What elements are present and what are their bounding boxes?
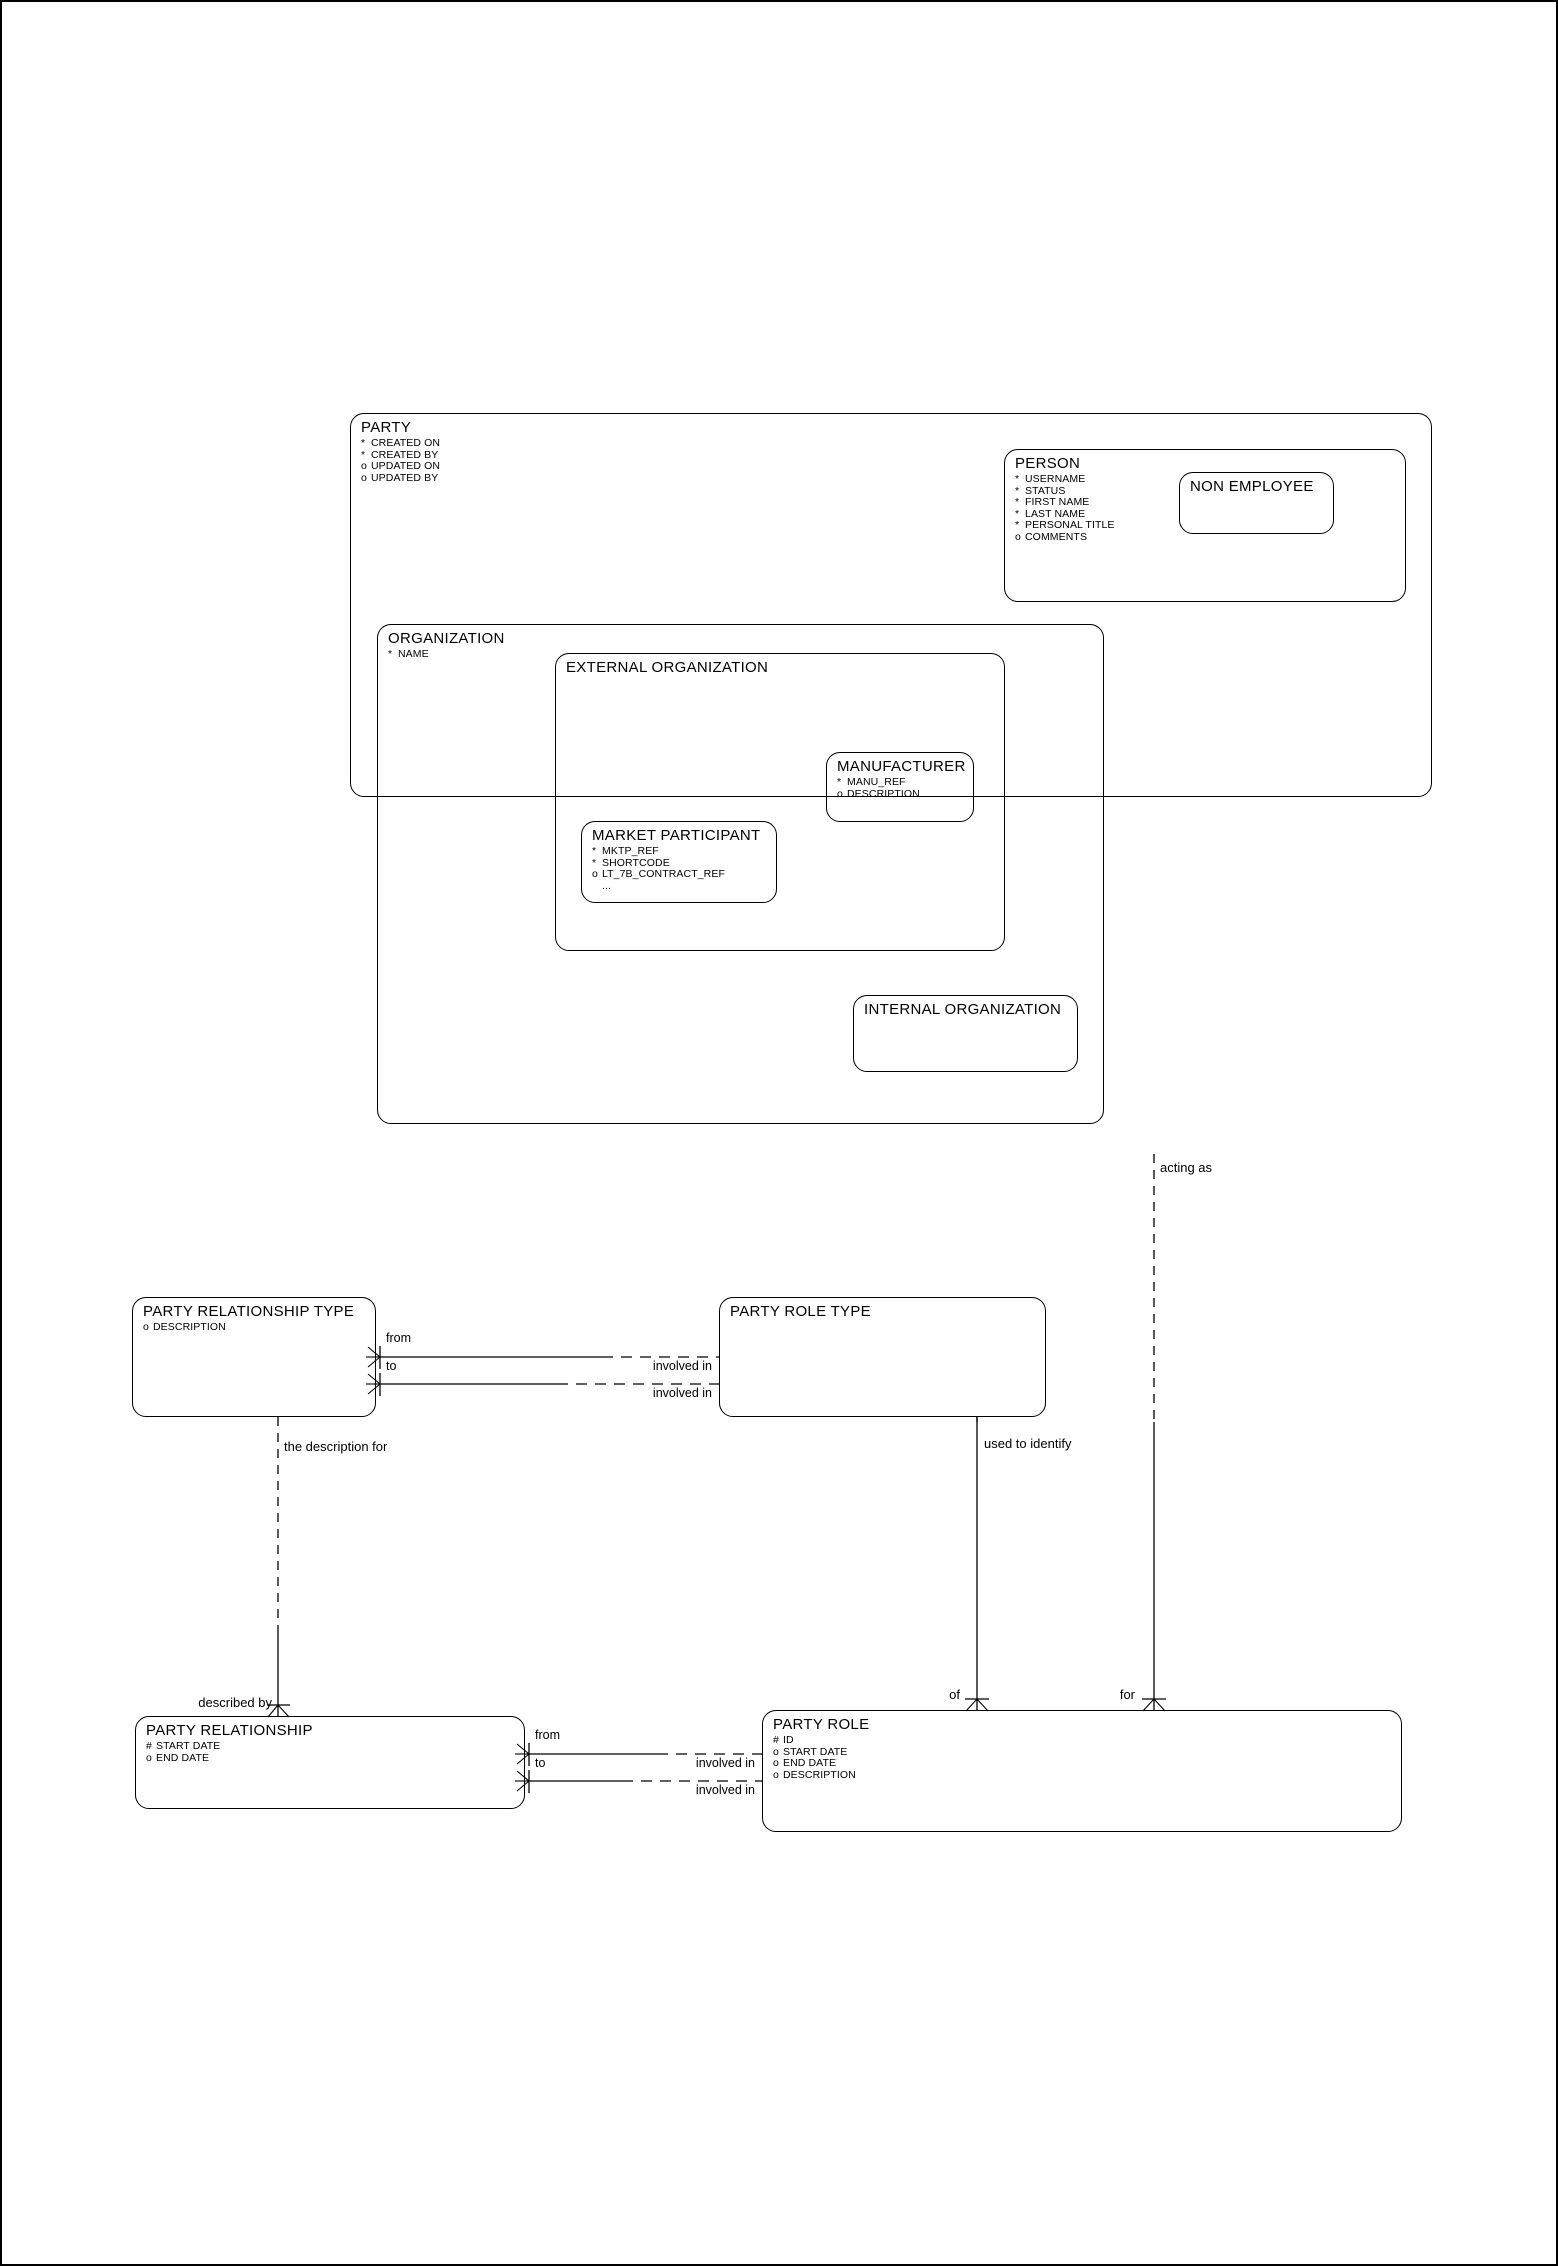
attribute-row: *CREATED BY — [361, 448, 439, 461]
attribute-row: *PERSONAL TITLE — [1015, 519, 1115, 532]
entity-party-role-type[interactable]: PARTY ROLE TYPE — [719, 1297, 1046, 1417]
label-prt-involved-in-2: involved in — [652, 1386, 712, 1400]
entity-internal-organization[interactable]: INTERNAL ORGANIZATION — [853, 995, 1078, 1072]
attribute-row: *USERNAME — [1015, 473, 1086, 485]
attribute-row: *SHORTCODE — [592, 856, 670, 869]
attribute-row: *STATUS — [1015, 484, 1066, 497]
entity-party-role-type-title: PARTY ROLE TYPE — [730, 1303, 871, 1320]
entity-person-title: PERSON — [1015, 455, 1081, 472]
label-of: of — [949, 1687, 960, 1702]
attribute-row: *LAST NAME — [1015, 507, 1086, 520]
entity-internal-organization-title: INTERNAL ORGANIZATION — [864, 1001, 1062, 1018]
entity-person[interactable]: PERSON *USERNAME *STATUS *FIRST NAME *LA… — [1004, 449, 1406, 602]
label-prt-to: to — [386, 1359, 397, 1373]
attribute-row: *MKTP_REF — [592, 845, 659, 857]
attribute-row: *CREATED ON — [361, 437, 441, 449]
attribute-row: *NAME — [388, 648, 429, 660]
entity-organization-attributes: *NAME — [388, 648, 429, 661]
attribute-row: #ID — [773, 1734, 794, 1746]
entity-organization[interactable]: ORGANIZATION *NAME — [377, 624, 1104, 1124]
label-pr-involved-in-1: involved in — [695, 1756, 755, 1770]
entity-manufacturer-title: MANUFACTURER — [837, 758, 966, 775]
label-prt-involved-in-1: involved in — [652, 1359, 712, 1373]
entity-organization-title: ORGANIZATION — [388, 630, 505, 647]
label-pr-from: from — [535, 1728, 560, 1742]
entity-non-employee[interactable]: NON EMPLOYEE — [1179, 472, 1334, 534]
label-pr-involved-in-2: involved in — [695, 1783, 755, 1797]
label-for: for — [1119, 1687, 1135, 1702]
entity-party-title: PARTY — [361, 419, 412, 436]
entity-party-relationship-title: PARTY RELATIONSHIP — [146, 1722, 313, 1739]
entity-external-organization-title: EXTERNAL ORGANIZATION — [566, 659, 769, 676]
entity-party-role-title: PARTY ROLE — [773, 1716, 870, 1733]
entity-non-employee-title: NON EMPLOYEE — [1190, 478, 1314, 495]
entity-external-organization[interactable]: EXTERNAL ORGANIZATION — [555, 653, 1005, 951]
label-used-to-identify: used to identify — [984, 1436, 1072, 1451]
label-the-description-for: the description for — [284, 1439, 388, 1454]
entity-market-participant-title: MARKET PARTICIPANT — [592, 827, 761, 844]
attribute-row: #START DATE — [146, 1740, 221, 1752]
entity-person-attributes: *USERNAME *STATUS *FIRST NAME *LAST NAME… — [1015, 473, 1115, 544]
entity-party-relationship-type-title: PARTY RELATIONSHIP TYPE — [143, 1303, 355, 1320]
entity-market-participant[interactable]: MARKET PARTICIPANT *MKTP_REF *SHORTCODE … — [581, 821, 777, 903]
label-acting-as: acting as — [1160, 1160, 1213, 1175]
attribute-row: *MANU_REF — [837, 776, 906, 788]
attribute-row: ... — [602, 879, 612, 892]
label-described-by: described by — [198, 1695, 272, 1710]
label-prt-from: from — [386, 1331, 411, 1345]
label-pr-to: to — [535, 1756, 546, 1770]
attribute-row: *FIRST NAME — [1015, 496, 1090, 509]
